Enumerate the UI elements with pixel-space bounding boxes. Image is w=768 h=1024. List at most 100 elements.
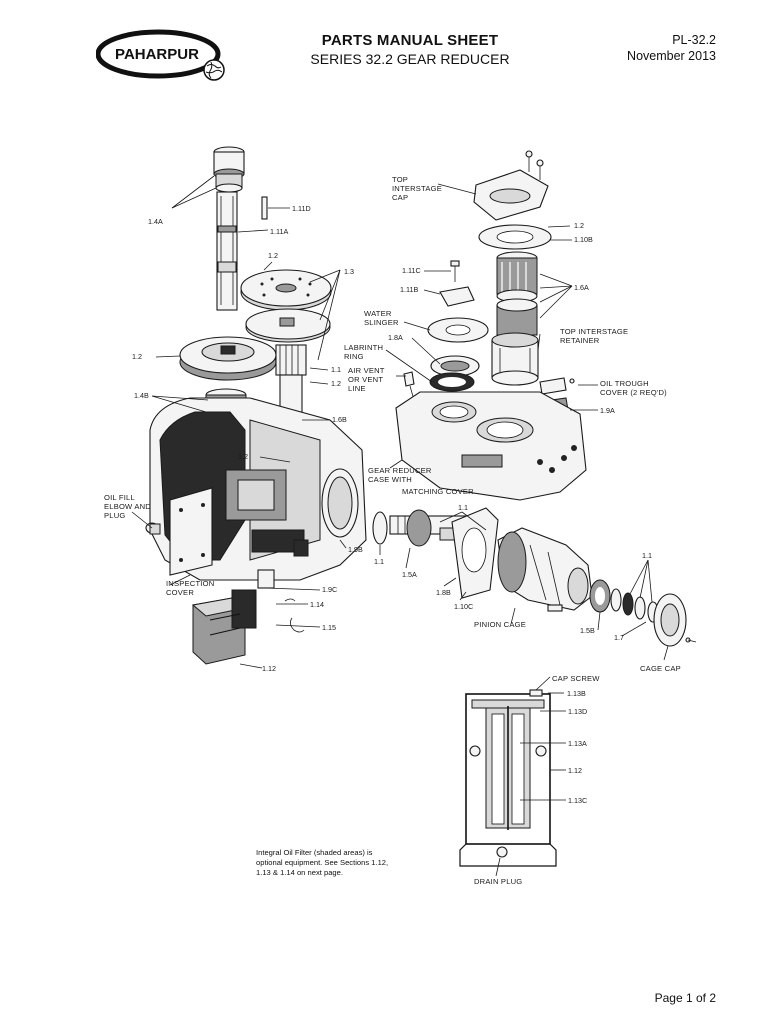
cover-1-9c bbox=[257, 569, 275, 589]
gasket-1-10c bbox=[451, 507, 499, 599]
label-1-1-left: 1.1 bbox=[374, 557, 384, 566]
oil-filter-1-12 bbox=[191, 589, 257, 665]
key-1-11d bbox=[261, 196, 268, 220]
label-1-13b: 1.13B bbox=[567, 689, 586, 698]
label-top-cap-2: INTERSTAGE bbox=[392, 184, 442, 193]
label-pinion-cage: PINION CAGE bbox=[474, 620, 526, 629]
tube-1-15 bbox=[290, 617, 305, 633]
pinion-cage bbox=[497, 527, 593, 611]
fitting-1-14 bbox=[284, 598, 296, 602]
label-1-5a: 1.5A bbox=[402, 570, 417, 579]
label-1-4a: 1.4A bbox=[148, 217, 163, 226]
label-1-9a: 1.9A bbox=[600, 406, 615, 415]
label-1-11c: 1.11C bbox=[402, 266, 421, 275]
gear-plate-1-3 bbox=[240, 269, 332, 343]
spacer-1 bbox=[610, 588, 622, 612]
label-1-11b: 1.11B bbox=[400, 285, 418, 294]
bearing-1-5b bbox=[589, 579, 611, 613]
label-cap-screw: CAP SCREW bbox=[552, 674, 600, 683]
label-1-13c: 1.13C bbox=[568, 796, 587, 805]
page-title: PARTS MANUAL SHEET bbox=[321, 32, 499, 49]
water-slinger bbox=[427, 317, 489, 343]
page-subtitle: SERIES 32.2 GEAR REDUCER bbox=[310, 51, 510, 67]
label-1-13a: 1.13A bbox=[568, 739, 587, 748]
label-air-3: LINE bbox=[348, 384, 366, 393]
label-1-8b: 1.8B bbox=[436, 588, 451, 597]
label-1-15: 1.15 bbox=[322, 623, 336, 632]
bolt-1-11c bbox=[450, 260, 460, 282]
label-oil-trough-2: COVER (2 REQ'D) bbox=[600, 388, 667, 397]
label-1-1-shaft: 1.1 bbox=[458, 503, 468, 512]
label-1-6a: 1.6A bbox=[574, 283, 589, 292]
label-top-cap-3: CAP bbox=[392, 193, 408, 202]
gear-reducer-case bbox=[149, 397, 367, 581]
label-1-5b: 1.5B bbox=[580, 626, 595, 635]
top-interstage-retainer bbox=[491, 332, 539, 386]
label-1-12-box: 1.12 bbox=[262, 664, 276, 673]
label-water-1: WATER bbox=[364, 309, 392, 318]
label-1-9c: 1.9C bbox=[322, 585, 337, 594]
label-1-7: 1.7 bbox=[614, 633, 624, 642]
air-vent bbox=[403, 371, 415, 401]
plate-1-11b bbox=[439, 286, 475, 307]
label-1-9b: 1.9B bbox=[348, 545, 363, 554]
label-top-cap-1: TOP bbox=[392, 175, 408, 184]
spacer-3 bbox=[634, 596, 646, 620]
label-1-1-right: 1.1 bbox=[642, 551, 652, 560]
label-1-10c: 1.10C bbox=[454, 602, 473, 611]
label-1-14: 1.14 bbox=[310, 600, 324, 609]
oil-filter-section bbox=[459, 689, 557, 867]
label-water-2: SLINGER bbox=[364, 318, 399, 327]
gear-reducer-case-cover bbox=[395, 391, 587, 501]
label-1-11a: 1.11A bbox=[270, 227, 288, 236]
label-1-2-right: 1.2 bbox=[574, 221, 584, 230]
label-1-13d: 1.13D bbox=[568, 707, 587, 716]
bearing-1-4a bbox=[213, 146, 245, 193]
logo-text: PAHARPUR bbox=[115, 46, 199, 63]
label-drain-plug: DRAIN PLUG bbox=[474, 877, 522, 886]
labyrinth-ring-1-8a bbox=[429, 355, 480, 392]
doc-code: PL-32.2 bbox=[672, 33, 716, 47]
doc-date: November 2013 bbox=[627, 49, 716, 63]
input-shaft-1-11a bbox=[216, 191, 238, 311]
label-case-3: MATCHING COVER bbox=[402, 487, 474, 496]
label-1-3: 1.3 bbox=[344, 267, 354, 276]
spacer-2 bbox=[622, 592, 634, 616]
label-oil-fill-1: OIL FILL bbox=[104, 493, 135, 502]
label-1-4b: 1.4B bbox=[134, 391, 149, 400]
document-id-block: PL-32.2 November 2013 bbox=[600, 32, 716, 64]
top-interstage-cap bbox=[473, 150, 549, 221]
label-labyrinth-2: RING bbox=[344, 352, 364, 361]
label-case-1: GEAR REDUCER bbox=[368, 466, 432, 475]
label-labyrinth-1: LABRINTH bbox=[344, 343, 383, 352]
label-1-2-top: 1.2 bbox=[268, 251, 278, 260]
label-1-1-upper: 1.1 bbox=[331, 365, 341, 374]
label-retainer-1: TOP INTERSTAGE bbox=[560, 327, 628, 336]
label-oil-trough-1: OIL TROUGH bbox=[600, 379, 649, 388]
bolt-cage bbox=[547, 604, 563, 612]
cage-cap bbox=[653, 593, 697, 647]
label-air-1: AIR VENT bbox=[348, 366, 385, 375]
label-1-6b: 1.6B bbox=[332, 415, 347, 424]
page-number: Page 1 of 2 bbox=[654, 991, 716, 1005]
bearing-1-6a bbox=[496, 251, 538, 336]
label-1-2-case: 1.2 bbox=[238, 452, 248, 461]
header-title-block: PARTS MANUAL SHEET SERIES 32.2 GEAR REDU… bbox=[260, 32, 560, 67]
label-1-2-gear: 1.2 bbox=[132, 352, 142, 361]
label-cage-cap: CAGE CAP bbox=[640, 664, 681, 673]
label-1-11d: 1.11D bbox=[292, 204, 311, 213]
label-air-2: OR VENT bbox=[348, 375, 383, 384]
leader-lines bbox=[131, 175, 669, 877]
filter-note: Integral Oil Filter (shaded areas) is op… bbox=[256, 848, 389, 877]
label-inspection-2: COVER bbox=[166, 588, 194, 597]
label-inspection-1: INSPECTION bbox=[166, 579, 214, 588]
label-1-10b: 1.10B bbox=[574, 235, 593, 244]
company-logo: PAHARPUR bbox=[95, 24, 226, 88]
label-1-8a: 1.8A bbox=[388, 333, 403, 342]
label-retainer-2: RETAINER bbox=[560, 336, 600, 345]
label-oil-fill-2: ELBOW AND bbox=[104, 502, 151, 511]
large-gear-1-2 bbox=[179, 336, 277, 381]
label-oil-fill-3: PLUG bbox=[104, 511, 125, 520]
gasket-1-10b bbox=[478, 224, 552, 250]
